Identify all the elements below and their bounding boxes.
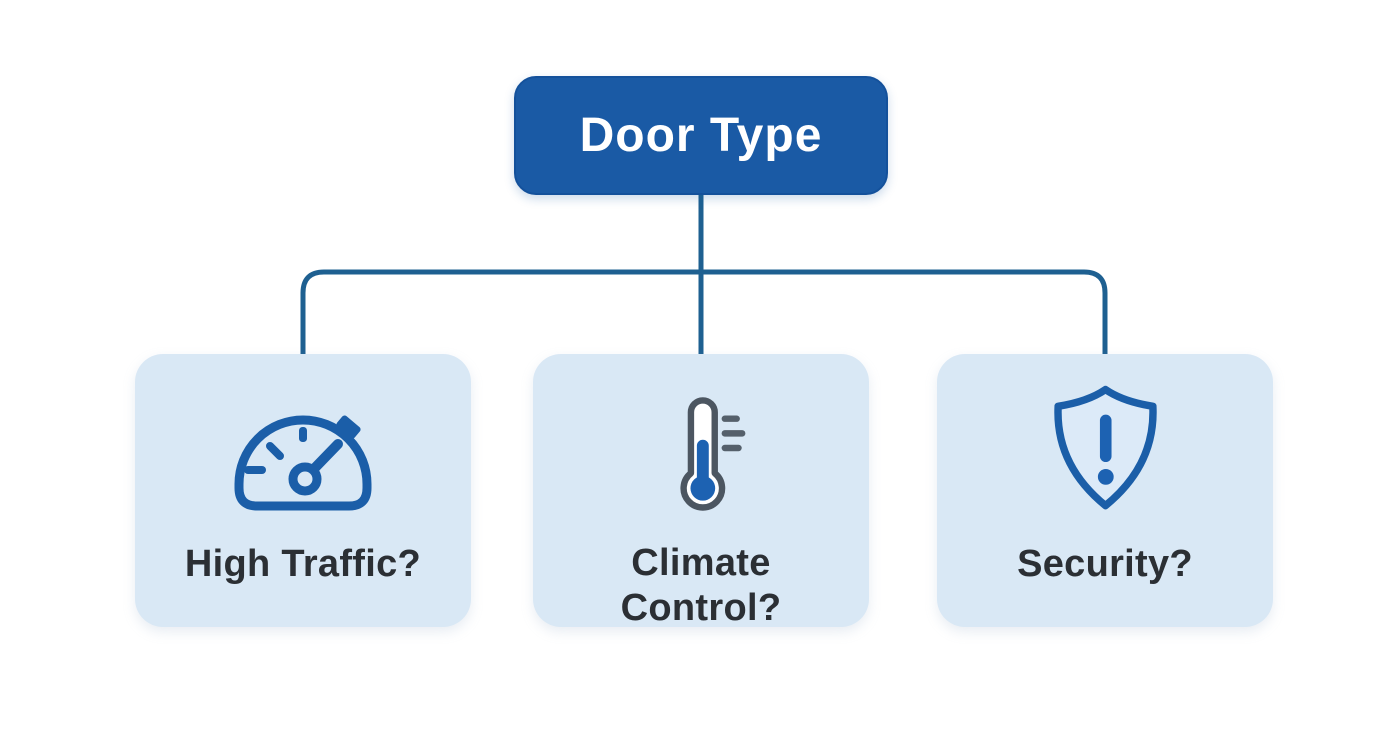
- node-label-high-traffic: High Traffic?: [184, 543, 422, 585]
- node-label-climate-control: Climate Control?: [620, 542, 782, 629]
- root-node-label: Door Type: [579, 109, 823, 162]
- thermometer-icon: [655, 394, 747, 513]
- node-door-type: Door Type: [514, 76, 888, 195]
- shield-alert-icon: [1045, 385, 1166, 514]
- connector-branch-bracket: [300, 269, 1108, 354]
- node-security: Security?: [937, 354, 1273, 627]
- node-label-security: Security?: [1017, 543, 1193, 585]
- speedometer-icon: [228, 394, 378, 514]
- node-high-traffic: High Traffic?: [135, 354, 471, 627]
- node-climate-control: Climate Control?: [533, 354, 869, 629]
